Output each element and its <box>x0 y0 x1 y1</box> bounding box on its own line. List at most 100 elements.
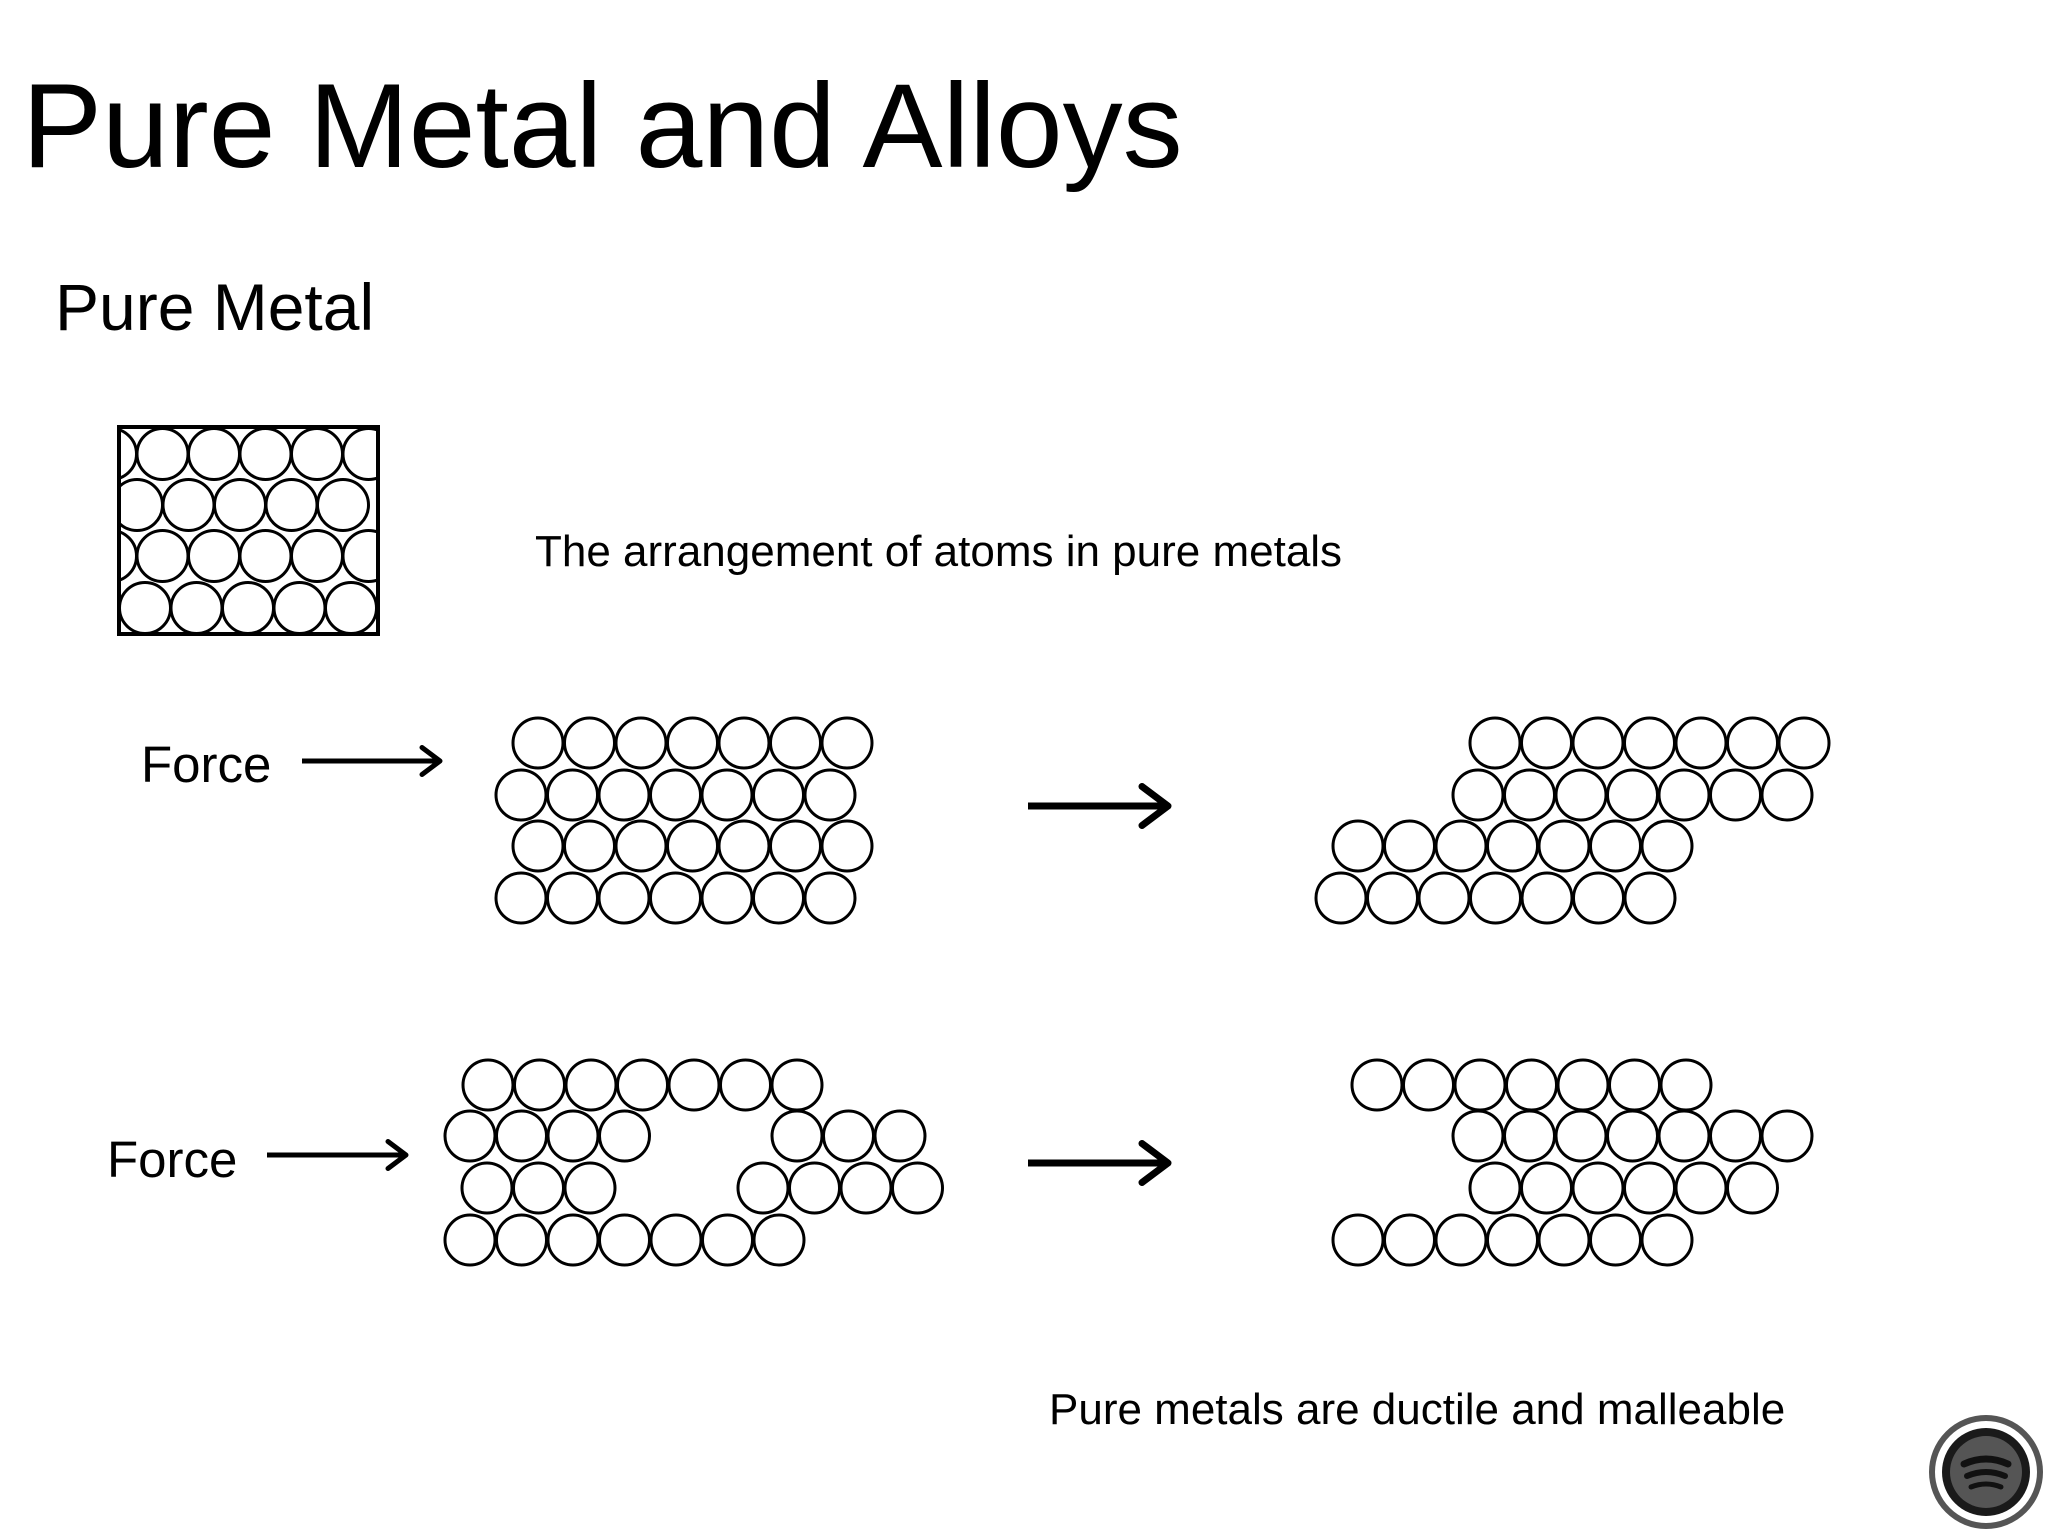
atom <box>1657 768 1711 822</box>
atom <box>511 716 565 770</box>
atom <box>341 427 378 481</box>
atom <box>1572 871 1625 925</box>
atom <box>700 768 754 822</box>
atom <box>512 1161 565 1215</box>
atom <box>1608 1058 1661 1112</box>
atom <box>546 768 599 822</box>
atom <box>666 716 719 770</box>
atom <box>1331 819 1385 873</box>
atom <box>169 581 224 634</box>
atom <box>187 529 241 583</box>
transition-arrow-1-head <box>1138 783 1172 829</box>
atom <box>1505 1058 1558 1112</box>
atom <box>616 1058 669 1112</box>
atom <box>649 768 702 822</box>
force-label-2: Force <box>107 1131 238 1188</box>
atom <box>1640 1213 1694 1267</box>
atom <box>717 819 771 873</box>
atom <box>1434 1213 1488 1267</box>
atom <box>119 581 172 634</box>
atom <box>213 478 267 532</box>
atom <box>494 871 548 925</box>
atom <box>119 530 138 582</box>
atom <box>161 478 216 532</box>
atom <box>1350 1058 1404 1112</box>
atom <box>135 529 190 583</box>
atom <box>614 716 668 770</box>
atom <box>290 529 344 583</box>
atom <box>1503 768 1556 822</box>
atom <box>1726 716 1779 770</box>
atom <box>1520 871 1574 925</box>
atom <box>1537 1213 1591 1267</box>
atom <box>820 819 874 873</box>
atom <box>701 1213 754 1267</box>
layers-before-force-2 <box>443 1058 944 1267</box>
atom <box>1434 819 1488 873</box>
atom <box>341 529 378 583</box>
atom <box>1468 716 1522 770</box>
atom <box>770 1109 824 1163</box>
atom <box>1383 819 1436 873</box>
atom <box>546 1213 600 1267</box>
atom <box>769 716 822 770</box>
atom <box>238 427 293 481</box>
atom <box>1468 1161 1522 1215</box>
atom <box>1314 871 1368 925</box>
atom <box>788 1161 841 1215</box>
atom <box>135 427 190 481</box>
atom <box>649 1213 703 1267</box>
transition-arrow-2-head <box>1138 1140 1172 1186</box>
atom <box>598 1213 651 1267</box>
atom <box>1537 819 1591 873</box>
atom <box>752 1213 806 1267</box>
atom <box>1760 768 1814 822</box>
atom <box>597 871 651 925</box>
atom <box>495 1213 548 1267</box>
atom <box>1554 768 1608 822</box>
atom <box>719 1058 772 1112</box>
atom <box>546 1109 600 1163</box>
layers-after-slip-2 <box>1331 1058 1814 1267</box>
atom <box>443 1109 497 1163</box>
atom <box>119 428 138 480</box>
atom <box>839 1161 893 1215</box>
atom <box>891 1161 944 1215</box>
atom <box>1623 1161 1676 1215</box>
atom <box>1674 1161 1728 1215</box>
atom <box>1451 1109 1505 1163</box>
atom <box>1417 871 1471 925</box>
atom <box>1469 871 1522 925</box>
atom <box>324 581 378 634</box>
layers-before-force-1 <box>494 716 874 925</box>
atom <box>597 768 651 822</box>
atom <box>1606 768 1659 822</box>
atom <box>563 819 616 873</box>
atom <box>443 1213 497 1267</box>
atom <box>1486 1213 1539 1267</box>
atom <box>717 716 771 770</box>
atom <box>1486 819 1539 873</box>
atom <box>1453 1058 1507 1112</box>
atom <box>264 478 319 532</box>
atom <box>546 871 599 925</box>
atom <box>598 1109 651 1163</box>
atom <box>803 871 857 925</box>
atom <box>1554 1109 1608 1163</box>
atom <box>1556 1058 1610 1112</box>
pure-metal-lattice <box>117 425 380 636</box>
atom <box>1709 1109 1762 1163</box>
atom <box>1331 1213 1385 1267</box>
slide-title: Pure Metal and Alloys <box>22 59 1183 193</box>
atom <box>290 427 344 481</box>
atom <box>1623 871 1677 925</box>
atom <box>272 581 327 634</box>
atom <box>1589 1213 1642 1267</box>
podcast-logo-icon <box>1928 1414 2044 1530</box>
atom <box>803 768 857 822</box>
atom <box>1383 1213 1436 1267</box>
atom <box>666 819 719 873</box>
atom <box>752 768 805 822</box>
atom <box>700 871 754 925</box>
